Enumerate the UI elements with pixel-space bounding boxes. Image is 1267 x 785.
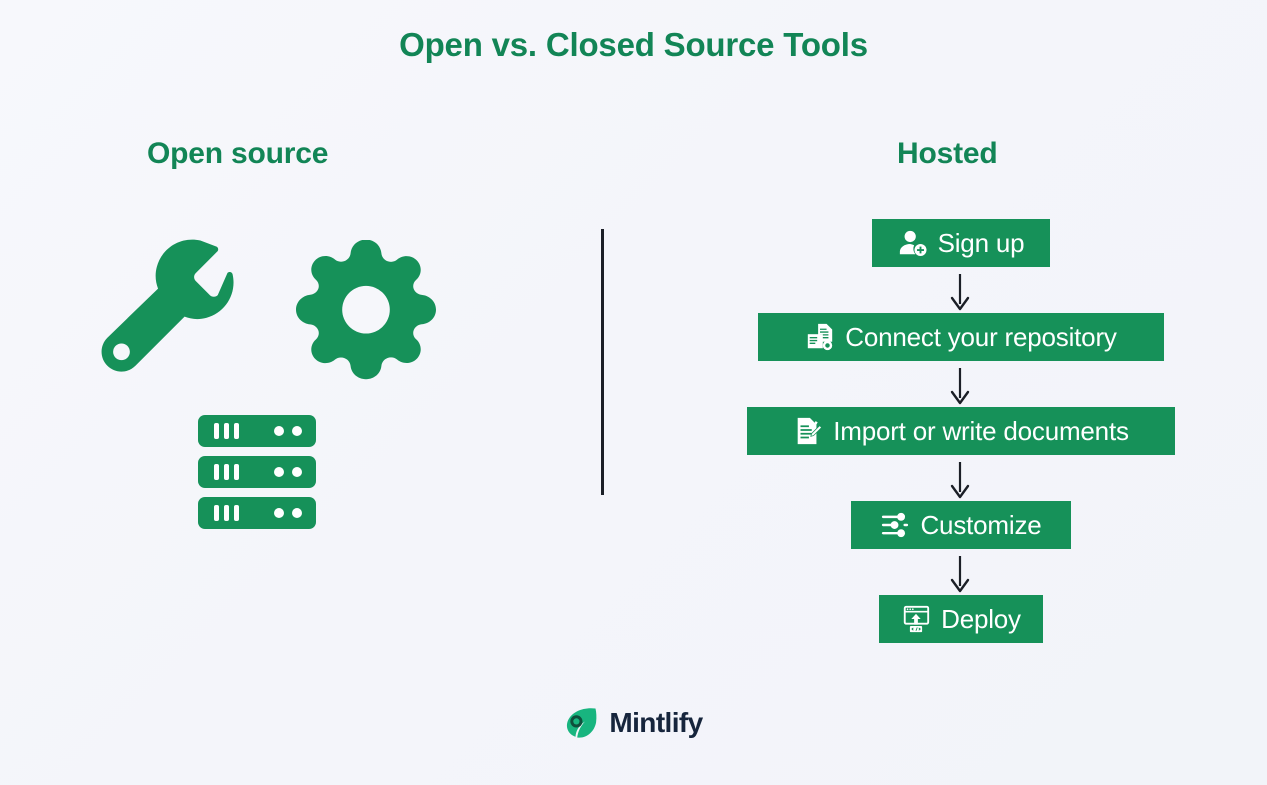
flow-step-connect-repository[interactable]: Connect your repository (758, 313, 1164, 361)
mintlify-logo: Mintlify (0, 706, 1267, 740)
server-leds (274, 467, 302, 477)
mintlify-leaf-icon (564, 706, 598, 740)
browser-upload-icon (901, 604, 931, 634)
server-leds (274, 508, 302, 518)
flow-step-label: Connect your repository (845, 322, 1117, 352)
server-unit (198, 456, 316, 488)
column-heading-hosted: Hosted (897, 137, 998, 170)
user-add-icon (898, 228, 928, 258)
server-stack-icon (198, 415, 318, 530)
server-bars (214, 464, 239, 480)
document-edit-icon (793, 416, 823, 446)
page-title: Open vs. Closed Source Tools (399, 26, 868, 63)
flow-step-deploy[interactable]: Deploy (879, 595, 1043, 643)
mintlify-wordmark: Mintlify (609, 707, 703, 738)
flow-step-label: Import or write documents (833, 416, 1129, 446)
wrench-icon (88, 232, 243, 387)
arrow-down-icon (947, 273, 973, 311)
flow-step-label: Deploy (941, 604, 1021, 634)
sliders-icon (880, 510, 910, 540)
flow-step-import-write-documents[interactable]: Import or write documents (747, 407, 1175, 455)
arrow-down-icon (947, 461, 973, 499)
column-divider (601, 229, 604, 495)
server-unit (198, 497, 316, 529)
server-unit (198, 415, 316, 447)
flow-step-sign-up[interactable]: Sign up (872, 219, 1050, 267)
flow-step-label: Sign up (937, 228, 1025, 258)
server-leds (274, 426, 302, 436)
arrow-down-icon (947, 367, 973, 405)
column-heading-open-source: Open source (147, 137, 329, 170)
server-bars (214, 505, 239, 521)
arrow-down-icon (947, 555, 973, 593)
gear-icon (296, 239, 436, 385)
server-bars (214, 423, 239, 439)
flow-step-label: Customize (920, 510, 1042, 540)
flow-step-customize[interactable]: Customize (851, 501, 1071, 549)
documents-stack-icon (805, 322, 835, 352)
